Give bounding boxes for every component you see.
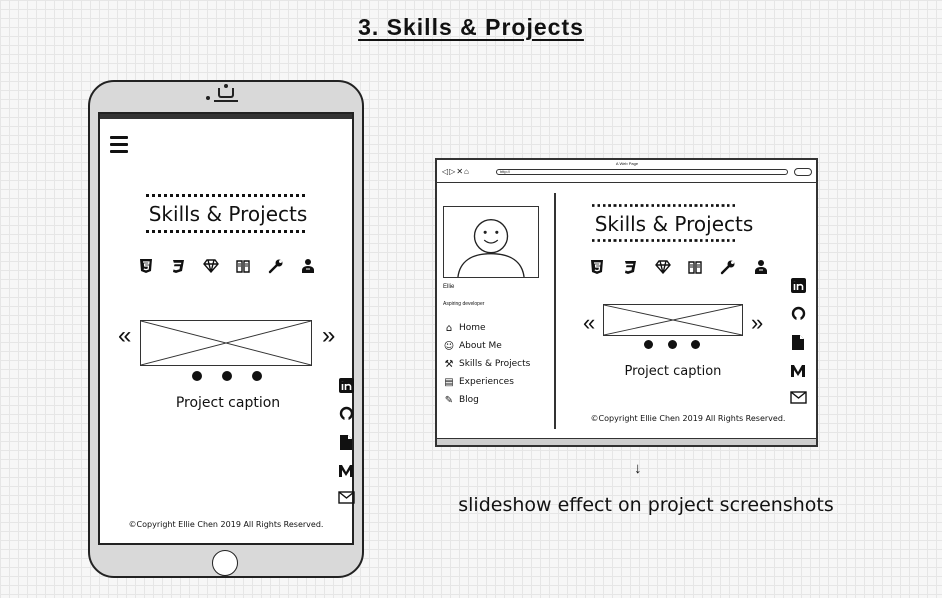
user-icon: ☺	[443, 340, 455, 352]
sidebar-item-blog[interactable]: ✎ Blog	[443, 391, 553, 409]
slide-indicators[interactable]	[644, 340, 700, 349]
file-icon[interactable]	[791, 334, 805, 356]
skill-icons	[589, 259, 769, 275]
project-caption: Project caption	[624, 364, 722, 379]
sidebar-item-skills[interactable]: ⚒ Skills & Projects	[443, 355, 553, 373]
camera-housing	[218, 88, 234, 98]
slide-indicators[interactable]	[192, 371, 262, 381]
pencil-icon: ✎	[444, 394, 454, 406]
heading-dots-top	[592, 204, 736, 207]
project-screenshot-placeholder	[140, 320, 312, 366]
url-bar[interactable]: http://	[496, 169, 788, 175]
page-heading: Skills & Projects	[148, 202, 308, 226]
heading-dots-bottom	[146, 230, 305, 233]
window-title: A Web Page	[615, 161, 639, 166]
mail-icon[interactable]	[789, 391, 807, 409]
slide-dot[interactable]	[667, 340, 677, 349]
browser-toolbar: A Web Page ◁▷✕⌂ http://	[437, 160, 816, 183]
speaker-slot	[214, 100, 238, 102]
slide-dot[interactable]	[192, 371, 202, 381]
slide-next-button[interactable]: »	[322, 322, 336, 349]
css3-icon	[170, 258, 186, 274]
file-icon[interactable]	[339, 434, 353, 456]
status-bar	[100, 114, 352, 119]
slide-dot[interactable]	[222, 371, 232, 381]
home-icon: ⌂	[445, 322, 453, 334]
book-icon	[687, 259, 703, 275]
sidebar-item-label: Home	[459, 323, 486, 333]
github-icon[interactable]	[791, 306, 806, 326]
copyright-text: ©Copyright Ellie Chen 2019 All Rights Re…	[590, 414, 786, 423]
browser-menu-icon[interactable]	[794, 168, 812, 176]
home-icon[interactable]: ⌂	[464, 167, 470, 176]
copyright-text: ©Copyright Ellie Chen 2019 All Rights Re…	[128, 520, 324, 529]
camera-dot-icon	[206, 96, 210, 100]
page-heading: Skills & Projects	[594, 212, 754, 236]
section-title: 3. Skills & Projects	[358, 14, 584, 40]
sidebar-item-label: Blog	[459, 395, 479, 405]
avatar	[443, 206, 539, 278]
browser-mockup: A Web Page ◁▷✕⌂ http:// Ellie Aspiring d…	[435, 158, 818, 447]
wrench-icon	[720, 259, 736, 275]
annotation-text: slideshow effect on project screenshots	[458, 494, 834, 516]
mail-icon[interactable]	[337, 491, 355, 509]
slide-next-button[interactable]: »	[751, 310, 764, 335]
tablet-mockup: Skills & Projects « » Project caption ©	[88, 80, 364, 578]
sidebar-item-label: Skills & Projects	[459, 359, 531, 369]
sidebar-nav: ⌂ Home ☺ About Me ⚒ Skills & Projects ▤ Expe…	[443, 319, 553, 409]
linkedin-icon[interactable]	[338, 378, 354, 398]
slide-prev-button[interactable]: «	[583, 310, 596, 335]
css3-icon	[622, 259, 638, 275]
browser-nav-icons[interactable]: ◁▷✕⌂	[442, 167, 470, 176]
slide-dot[interactable]	[252, 371, 262, 381]
camera-icon	[224, 84, 228, 88]
slide-prev-button[interactable]: «	[118, 322, 132, 349]
gem-icon	[654, 259, 671, 275]
browser-status-bar	[437, 438, 816, 445]
close-icon[interactable]: ✕	[456, 167, 465, 176]
wrench-icon	[268, 258, 284, 274]
skill-icons	[138, 258, 316, 274]
sidebar-item-label: About Me	[459, 341, 502, 351]
html5-icon	[138, 258, 154, 274]
medium-icon[interactable]	[338, 464, 354, 483]
profile-tagline: Aspiring developer	[443, 301, 485, 307]
wrench-icon: ⚒	[444, 358, 454, 370]
person-icon	[300, 258, 316, 274]
profile-name: Ellie	[443, 284, 455, 290]
heading-dots-top	[146, 194, 305, 197]
slide-dot[interactable]	[691, 340, 700, 349]
project-screenshot-placeholder	[603, 304, 743, 336]
hamburger-menu-icon[interactable]	[110, 136, 128, 157]
sidebar-item-home[interactable]: ⌂ Home	[443, 319, 553, 337]
briefcase-icon: ▤	[444, 376, 454, 388]
gem-icon	[202, 258, 219, 274]
tablet-screen: Skills & Projects « » Project caption ©	[98, 112, 355, 545]
sidebar-item-experiences[interactable]: ▤ Experiences	[443, 373, 553, 391]
medium-icon[interactable]	[790, 364, 806, 383]
book-icon	[235, 258, 251, 274]
forward-icon[interactable]: ▷	[449, 167, 457, 176]
social-links	[337, 378, 355, 517]
back-icon[interactable]: ◁	[442, 167, 450, 176]
sidebar-item-about[interactable]: ☺ About Me	[443, 337, 553, 355]
home-button[interactable]	[212, 550, 238, 576]
arrow-down-icon: ↓	[634, 460, 642, 477]
project-caption: Project caption	[175, 395, 281, 411]
social-links	[789, 278, 807, 417]
linkedin-icon[interactable]	[790, 278, 806, 298]
html5-icon	[589, 259, 605, 275]
slide-dot[interactable]	[644, 340, 653, 349]
github-icon[interactable]	[339, 406, 354, 426]
person-icon	[753, 259, 769, 275]
heading-dots-bottom	[592, 239, 736, 242]
sidebar-divider	[554, 193, 556, 429]
sidebar-item-label: Experiences	[459, 377, 514, 387]
